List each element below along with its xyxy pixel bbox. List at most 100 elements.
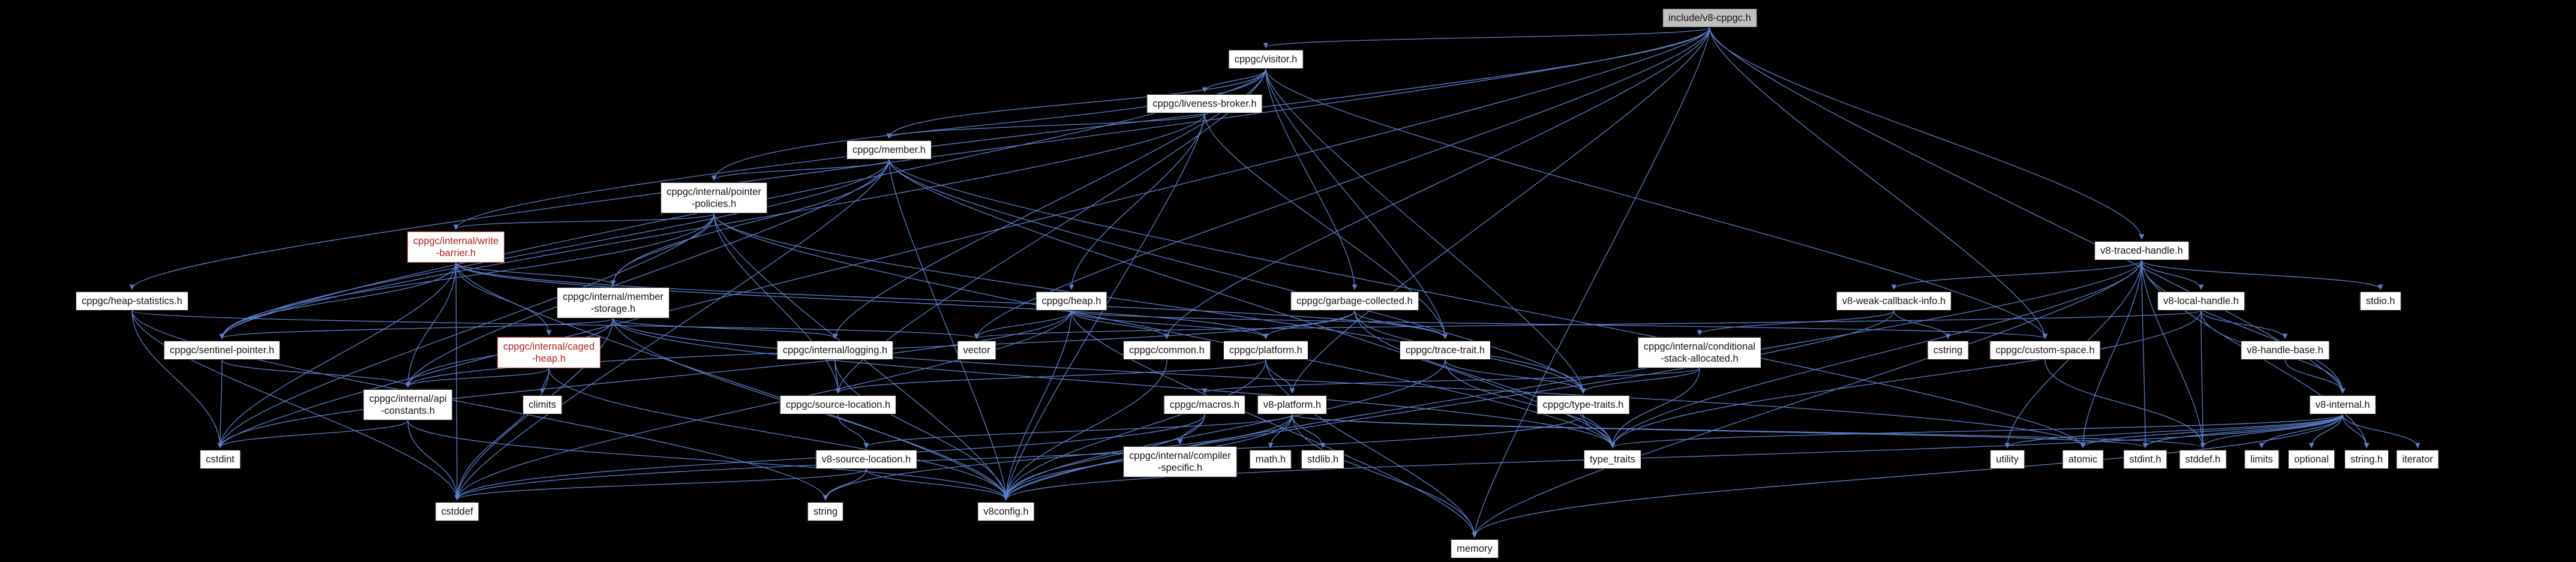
graph-node-v8-local-handle[interactable]: v8-local-handle.h <box>2157 291 2245 311</box>
node-label: cppgc/platform.h <box>1229 344 1302 356</box>
include-edge-write-barrier--platform <box>455 262 1269 339</box>
graph-node-custom-space[interactable]: cppgc/custom-space.h <box>1989 340 2101 360</box>
include-edge-heap--common <box>1071 310 1170 339</box>
graph-node-v8-traced-handle[interactable]: v8-traced-handle.h <box>2094 241 2189 261</box>
include-edge-api-constants--cstddef <box>407 420 460 501</box>
graph-node-v8-source-location[interactable]: v8-source-location.h <box>815 449 917 470</box>
graph-node-garbage-collected[interactable]: cppgc/garbage-collected.h <box>1290 291 1419 311</box>
include-edge-trace-trait--type_traits <box>1445 359 1616 449</box>
include-edge-liveness-broker--sentinel-pointer <box>219 113 1205 339</box>
graph-node-cstring[interactable]: cstring <box>1927 340 1969 360</box>
graph-node-stdlib[interactable]: stdlib.h <box>1301 449 1345 470</box>
include-edge-garbage-collected--platform <box>1263 310 1355 339</box>
node-label: cppgc/internal/compiler <box>1129 450 1231 461</box>
include-edge-common--v8config <box>1003 359 1167 501</box>
node-label: cppgc/heap-statistics.h <box>82 295 182 306</box>
node-label: memory <box>1457 543 1493 554</box>
graph-node-macros[interactable]: cppgc/macros.h <box>1163 395 1246 415</box>
graph-node-iterator[interactable]: iterator <box>2396 449 2439 470</box>
graph-node-member[interactable]: cppgc/member.h <box>846 140 932 160</box>
graph-node-trace-trait[interactable]: cppgc/trace-trait.h <box>1399 340 1491 360</box>
graph-node-heap-statistics[interactable]: cppgc/heap-statistics.h <box>76 291 188 311</box>
include-edge-v8-internal--memory <box>1472 414 2343 538</box>
graph-node-caged-heap[interactable]: cppgc/internal/caged-heap.h <box>497 336 601 369</box>
graph-node-compiler-specific[interactable]: cppgc/internal/compiler-specific.h <box>1123 446 1237 478</box>
node-label: string <box>813 506 838 517</box>
include-edge-v8-local-handle--type_traits <box>1610 310 2202 449</box>
include-edge-member--atomic <box>888 159 2086 449</box>
graph-node-source-location[interactable]: cppgc/source-location.h <box>779 395 897 415</box>
include-edge-member-storage--logging <box>613 318 838 339</box>
include-edge-macros--v8config <box>1003 414 1205 501</box>
graph-node-memory[interactable]: memory <box>1451 539 1499 559</box>
graph-node-string_h[interactable]: string.h <box>2344 449 2389 470</box>
graph-node-api-constants[interactable]: cppgc/internal/api-constants.h <box>363 389 453 421</box>
graph-node-member-storage[interactable]: cppgc/internal/member-storage.h <box>557 287 669 319</box>
node-label: cppgc/custom-space.h <box>1995 344 2095 356</box>
node-label: math.h <box>1255 453 1286 465</box>
node-label: cppgc/visitor.h <box>1234 53 1298 65</box>
include-edge-v8-platform--v8-source-location <box>863 414 1293 449</box>
graph-node-v8config[interactable]: v8config.h <box>977 501 1035 522</box>
include-edge-pointer-policies--write-barrier <box>453 213 714 230</box>
include-edge-logging--v8config <box>834 359 1009 501</box>
node-label: v8config.h <box>983 506 1029 517</box>
graph-node-visitor[interactable]: cppgc/visitor.h <box>1228 49 1304 70</box>
node-label: cppgc/source-location.h <box>785 399 891 410</box>
include-edge-trace-trait--v8config <box>1003 359 1446 501</box>
graph-node-logging[interactable]: cppgc/internal/logging.h <box>776 340 894 360</box>
graph-node-sentinel-pointer[interactable]: cppgc/sentinel-pointer.h <box>163 340 281 360</box>
node-label: v8-platform.h <box>1263 399 1322 410</box>
graph-node-stddef[interactable]: stddef.h <box>2179 449 2227 470</box>
graph-node-atomic[interactable]: atomic <box>2062 449 2104 470</box>
include-edge-conditional-stack-allocated--type_traits <box>1610 368 1700 449</box>
graph-node-write-barrier[interactable]: cppgc/internal/write-barrier.h <box>407 231 505 263</box>
graph-node-vector[interactable]: vector <box>957 340 996 360</box>
include-edge-garbage-collected--trace-trait <box>1354 310 1448 339</box>
node-label: cppgc/common.h <box>1129 344 1205 356</box>
include-edge-heap-statistics--cstddef <box>131 310 460 501</box>
graph-node-cstddef[interactable]: cstddef <box>435 501 479 522</box>
node-label: cppgc/member.h <box>852 144 926 155</box>
graph-node-v8-cppgc: include/v8-cppgc.h <box>1662 8 1757 28</box>
node-label: cppgc/type-traits.h <box>1542 399 1624 410</box>
graph-node-platform[interactable]: cppgc/platform.h <box>1223 340 1308 360</box>
graph-node-v8-weak-callback-info[interactable]: v8-weak-callback-info.h <box>1836 291 1952 311</box>
graph-node-stdio[interactable]: stdio.h <box>2359 291 2401 311</box>
graph-node-math[interactable]: math.h <box>1249 449 1292 470</box>
graph-node-conditional-stack-allocated[interactable]: cppgc/internal/conditional-stack-allocat… <box>1637 336 1762 369</box>
include-edge-caged-heap--v8config <box>548 368 1009 501</box>
graph-node-limits[interactable]: limits <box>2244 449 2279 470</box>
node-label: cppgc/internal/pointer <box>666 186 761 197</box>
include-edge-member--api-constants <box>405 159 890 388</box>
graph-node-v8-internal[interactable]: v8-internal.h <box>2309 395 2376 415</box>
include-edge-heap--cstdint <box>217 310 1072 449</box>
graph-node-climits[interactable]: climits <box>523 395 562 415</box>
graph-node-cstdint[interactable]: cstdint <box>200 449 241 470</box>
graph-node-stdint[interactable]: stdint.h <box>2123 449 2167 470</box>
graph-node-type_traits[interactable]: type_traits <box>1583 449 1642 470</box>
graph-node-pointer-policies[interactable]: cppgc/internal/pointer-policies.h <box>660 182 767 214</box>
include-edge-v8-traced-handle--v8-local-handle <box>2141 260 2204 290</box>
include-edge-api-constants--v8config <box>407 420 1009 501</box>
graph-node-utility[interactable]: utility <box>1990 449 2025 470</box>
include-edge-write-barrier--caged-heap <box>455 262 552 336</box>
graph-node-type-traits[interactable]: cppgc/type-traits.h <box>1536 395 1630 415</box>
include-edge-v8-cppgc--v8-platform <box>1289 27 1710 394</box>
graph-node-v8-handle-base[interactable]: v8-handle-base.h <box>2241 340 2329 360</box>
graph-node-string[interactable]: string <box>807 501 844 522</box>
graph-node-v8-platform[interactable]: v8-platform.h <box>1257 395 1328 415</box>
graph-node-optional[interactable]: optional <box>2288 449 2335 470</box>
graph-node-common[interactable]: cppgc/common.h <box>1123 340 1211 360</box>
include-edge-member-storage--type_traits <box>613 318 1616 449</box>
include-edge-v8-cppgc--common <box>1164 27 1710 339</box>
include-edge-sentinel-pointer--cstdint <box>217 359 223 449</box>
node-label: v8-handle-base.h <box>2247 344 2323 356</box>
include-edge-platform--v8config <box>1003 359 1266 501</box>
node-label: stdio.h <box>2365 295 2395 306</box>
graph-node-heap[interactable]: cppgc/heap.h <box>1035 291 1107 311</box>
include-edge-conditional-stack-allocated--macros <box>1202 368 1700 394</box>
graph-node-liveness-broker[interactable]: cppgc/liveness-broker.h <box>1146 94 1263 114</box>
